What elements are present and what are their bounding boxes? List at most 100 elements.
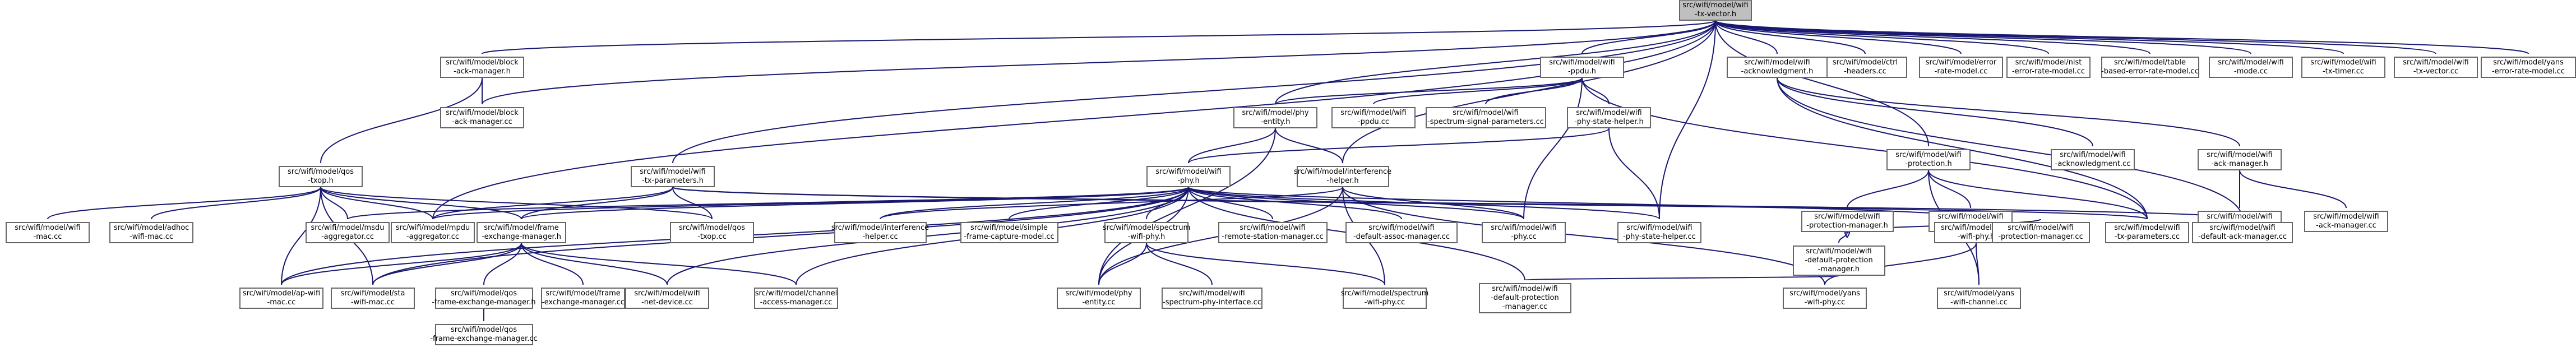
file-node[interactable]: src/wifi/model/wifi-ppdu.cc (1331, 107, 1416, 128)
file-node[interactable]: src/wifi/model/wifi-phy.h (1146, 166, 1231, 187)
file-node[interactable]: src/wifi/model/wifi-tx-parameters.h (631, 166, 715, 187)
file-node[interactable]: src/wifi/model/qos-txop.cc (670, 222, 754, 243)
file-node[interactable]: src/wifi/model/wifi-default-protection-m… (1478, 283, 1571, 313)
file-node[interactable]: src/wifi/model/ctrl-headers.cc (1823, 57, 1907, 78)
file-node[interactable]: src/wifi/model/simple-frame-capture-mode… (960, 222, 1058, 243)
file-node[interactable]: src/wifi/model/yans-wifi-phy.cc (1783, 288, 1867, 309)
dependency-edge (1188, 187, 1402, 220)
node-label-line: src/wifi/model/frame (545, 289, 621, 298)
file-node[interactable]: src/wifi/model/wifi-mac.cc (6, 222, 90, 243)
file-node[interactable]: src/wifi/model/wifi-ppdu.h (1540, 57, 1624, 78)
node-label-line: -txop.h (308, 177, 334, 185)
file-node[interactable]: src/wifi/model/wifi-default-assoc-manage… (1345, 222, 1458, 243)
file-node[interactable]: src/wifi/model/wifi-acknowledgment.cc (2051, 149, 2135, 170)
file-node[interactable]: src/wifi/model/wifi-tx-vector.cc (2394, 57, 2478, 78)
dependency-edge (1715, 21, 2251, 54)
file-node[interactable]: src/wifi/model/nist-error-rate-model.cc (2006, 57, 2091, 78)
file-node[interactable]: src/wifi/model/wifi-ack-manager.cc (2304, 211, 2388, 232)
node-label-line: src/wifi/model/wifi (1744, 58, 1810, 67)
node-label-line: -frame-exchange-manager.cc (430, 335, 538, 343)
file-node[interactable]: src/wifi/model/qos-frame-exchange-manage… (430, 324, 538, 345)
file-node[interactable]: src/wifi/model/wifi-acknowledgment.h (1727, 57, 1828, 78)
file-node[interactable]: src/wifi/model/frame-exchange-manager.cc (541, 288, 625, 309)
node-label-line: src/wifi/model/wifi (2207, 151, 2273, 159)
node-label-line: -net-device.cc (641, 298, 693, 307)
file-node[interactable]: src/wifi/model/msdu-aggregator.cc (306, 222, 390, 243)
file-node[interactable]: src/wifi/model/wifi-phy-state-helper.h (1567, 107, 1651, 128)
dependency-edge (1098, 128, 1275, 285)
file-node[interactable]: src/wifi/model/wifi-ack-manager.h (2198, 149, 2282, 170)
dependency-edge (432, 187, 673, 220)
file-node[interactable]: src/wifi/model/wifi-default-ack-manager.… (2192, 222, 2293, 243)
dependency-edge (1928, 170, 2148, 220)
file-node[interactable]: src/wifi/model/wifi-remote-station-manag… (1218, 222, 1328, 243)
file-node[interactable]: src/wifi/model/yans-wifi-channel.cc (1937, 288, 2021, 309)
file-node[interactable]: src/wifi/model/sta-wifi-mac.cc (331, 288, 415, 309)
file-node[interactable]: src/wifi/model/channel-access-manager.cc (754, 288, 838, 309)
dependency-edge (521, 243, 584, 285)
file-node[interactable]: src/wifi/model/interference-helper.h (1293, 166, 1392, 187)
file-node[interactable]: src/wifi/model/adhoc-wifi-mac.cc (109, 222, 193, 243)
node-label-line: -access-manager.cc (760, 298, 833, 307)
dependency-edge (1715, 21, 1778, 54)
node-label-line: src/wifi/model/interference (1293, 168, 1392, 176)
node-label-line: -protection-manager.cc (1998, 233, 2083, 241)
node-label-line: -tx-timer.cc (2322, 67, 2365, 76)
dependency-edge (321, 187, 433, 220)
dependency-edge (1838, 232, 1847, 243)
file-node[interactable]: src/wifi/model/wifi-protection.h (1886, 149, 1971, 170)
node-label-line: src/wifi/model/phy (1242, 109, 1309, 117)
dependency-edge (432, 21, 1715, 220)
dependency-edge (320, 78, 482, 164)
file-node[interactable]: src/wifi/model/wifi-tx-timer.cc (2301, 57, 2385, 78)
node-label-line: src/wifi/model/frame (484, 224, 559, 232)
file-node[interactable]: src/wifi/model/error-rate-model.cc (1919, 57, 2003, 78)
file-node[interactable]: src/wifi/model/wifi-tx-parameters.cc (2105, 222, 2189, 243)
node-label-line: src/wifi/model/interference (831, 224, 929, 232)
file-node[interactable]: src/wifi/model/wifi-spectrum-signal-para… (1425, 107, 1546, 128)
node-label-line: -aggregator.cc (406, 233, 460, 241)
dependency-edge (1188, 187, 1977, 220)
file-node[interactable]: src/wifi/model/qos-txop.h (279, 166, 363, 187)
file-node[interactable]: src/wifi/model/spectrum-wifi-phy.h (1103, 222, 1190, 243)
file-node[interactable]: src/wifi/model/qos-frame-exchange-manage… (432, 288, 536, 309)
node-label-line: src/wifi/model/wifi (2209, 224, 2276, 232)
file-node[interactable]: src/wifi/model/phy-entity.h (1233, 107, 1317, 128)
file-node[interactable]: src/wifi/model/yans-error-rate-model.cc (2481, 57, 2576, 78)
node-label-line: -wifi-phy.h (1127, 233, 1166, 241)
node-label-line: src/wifi/model/wifi (2313, 212, 2379, 221)
node-label-line: src/wifi/model/wifi (1179, 289, 1245, 298)
dependency-edge (1188, 187, 1660, 220)
file-node[interactable]: src/wifi/model/wifi-spectrum-phy-interfa… (1162, 288, 1262, 309)
file-node[interactable]: src/wifi/model/frame-exchange-manager.h (477, 222, 566, 243)
file-node[interactable]: src/wifi/model/wifi-net-device.cc (625, 288, 709, 309)
node-label-line: src/wifi/model/qos (450, 289, 517, 298)
node-label-line: src/wifi/model/block (446, 109, 519, 117)
node-label-line: src/wifi/model/ap-wifi (242, 289, 321, 298)
dependency-edge (1777, 78, 2148, 220)
file-node[interactable]: src/wifi/model/ap-wifi-mac.cc (239, 288, 323, 309)
node-label-line: -wifi-phy.h (1957, 233, 1995, 241)
dependency-edge (1715, 21, 1929, 147)
node-label-line: -headers.cc (1844, 67, 1886, 76)
file-node[interactable]: src/wifi/model/wifi-phy-state-helper.cc (1617, 222, 1701, 243)
file-node[interactable]: src/wifi/model/spectrum-wifi-phy.cc (1341, 288, 1428, 309)
file-node[interactable]: src/wifi/model/phy-entity.cc (1057, 288, 1141, 309)
file-node[interactable]: src/wifi/model/block-ack-manager.cc (440, 107, 524, 128)
file-node[interactable]: src/wifi/model/interference-helper.cc (831, 222, 929, 243)
dependency-edge (1524, 276, 1839, 281)
file-node[interactable]: src/wifi/model/wifi-protection-manager.h (1801, 211, 1894, 232)
node-label-line: -spectrum-phy-interface.cc (1163, 298, 1261, 307)
file-node[interactable]: src/wifi/model/wifi-mode.cc (2209, 57, 2293, 78)
node-label-line: src/wifi/model/error (1925, 58, 1997, 67)
file-node[interactable]: src/wifi/model/table-based-error-rate-mo… (2101, 57, 2199, 78)
file-node[interactable]: src/wifi/model/wifi-phy.cc (1482, 222, 1566, 243)
file-node[interactable]: src/wifi/model/wifi-protection-manager.c… (1991, 222, 2090, 243)
node-label-line: -ack-manager.cc (452, 118, 512, 126)
file-node[interactable]: src/wifi/model/block-ack-manager.h (440, 57, 524, 78)
file-node[interactable]: src/wifi/model/mpdu-aggregator.cc (391, 222, 475, 243)
dependency-edge (1188, 187, 1273, 220)
file-node[interactable]: src/wifi/model/wifi-default-protection-m… (1792, 246, 1885, 276)
dependency-edge (521, 187, 1188, 220)
